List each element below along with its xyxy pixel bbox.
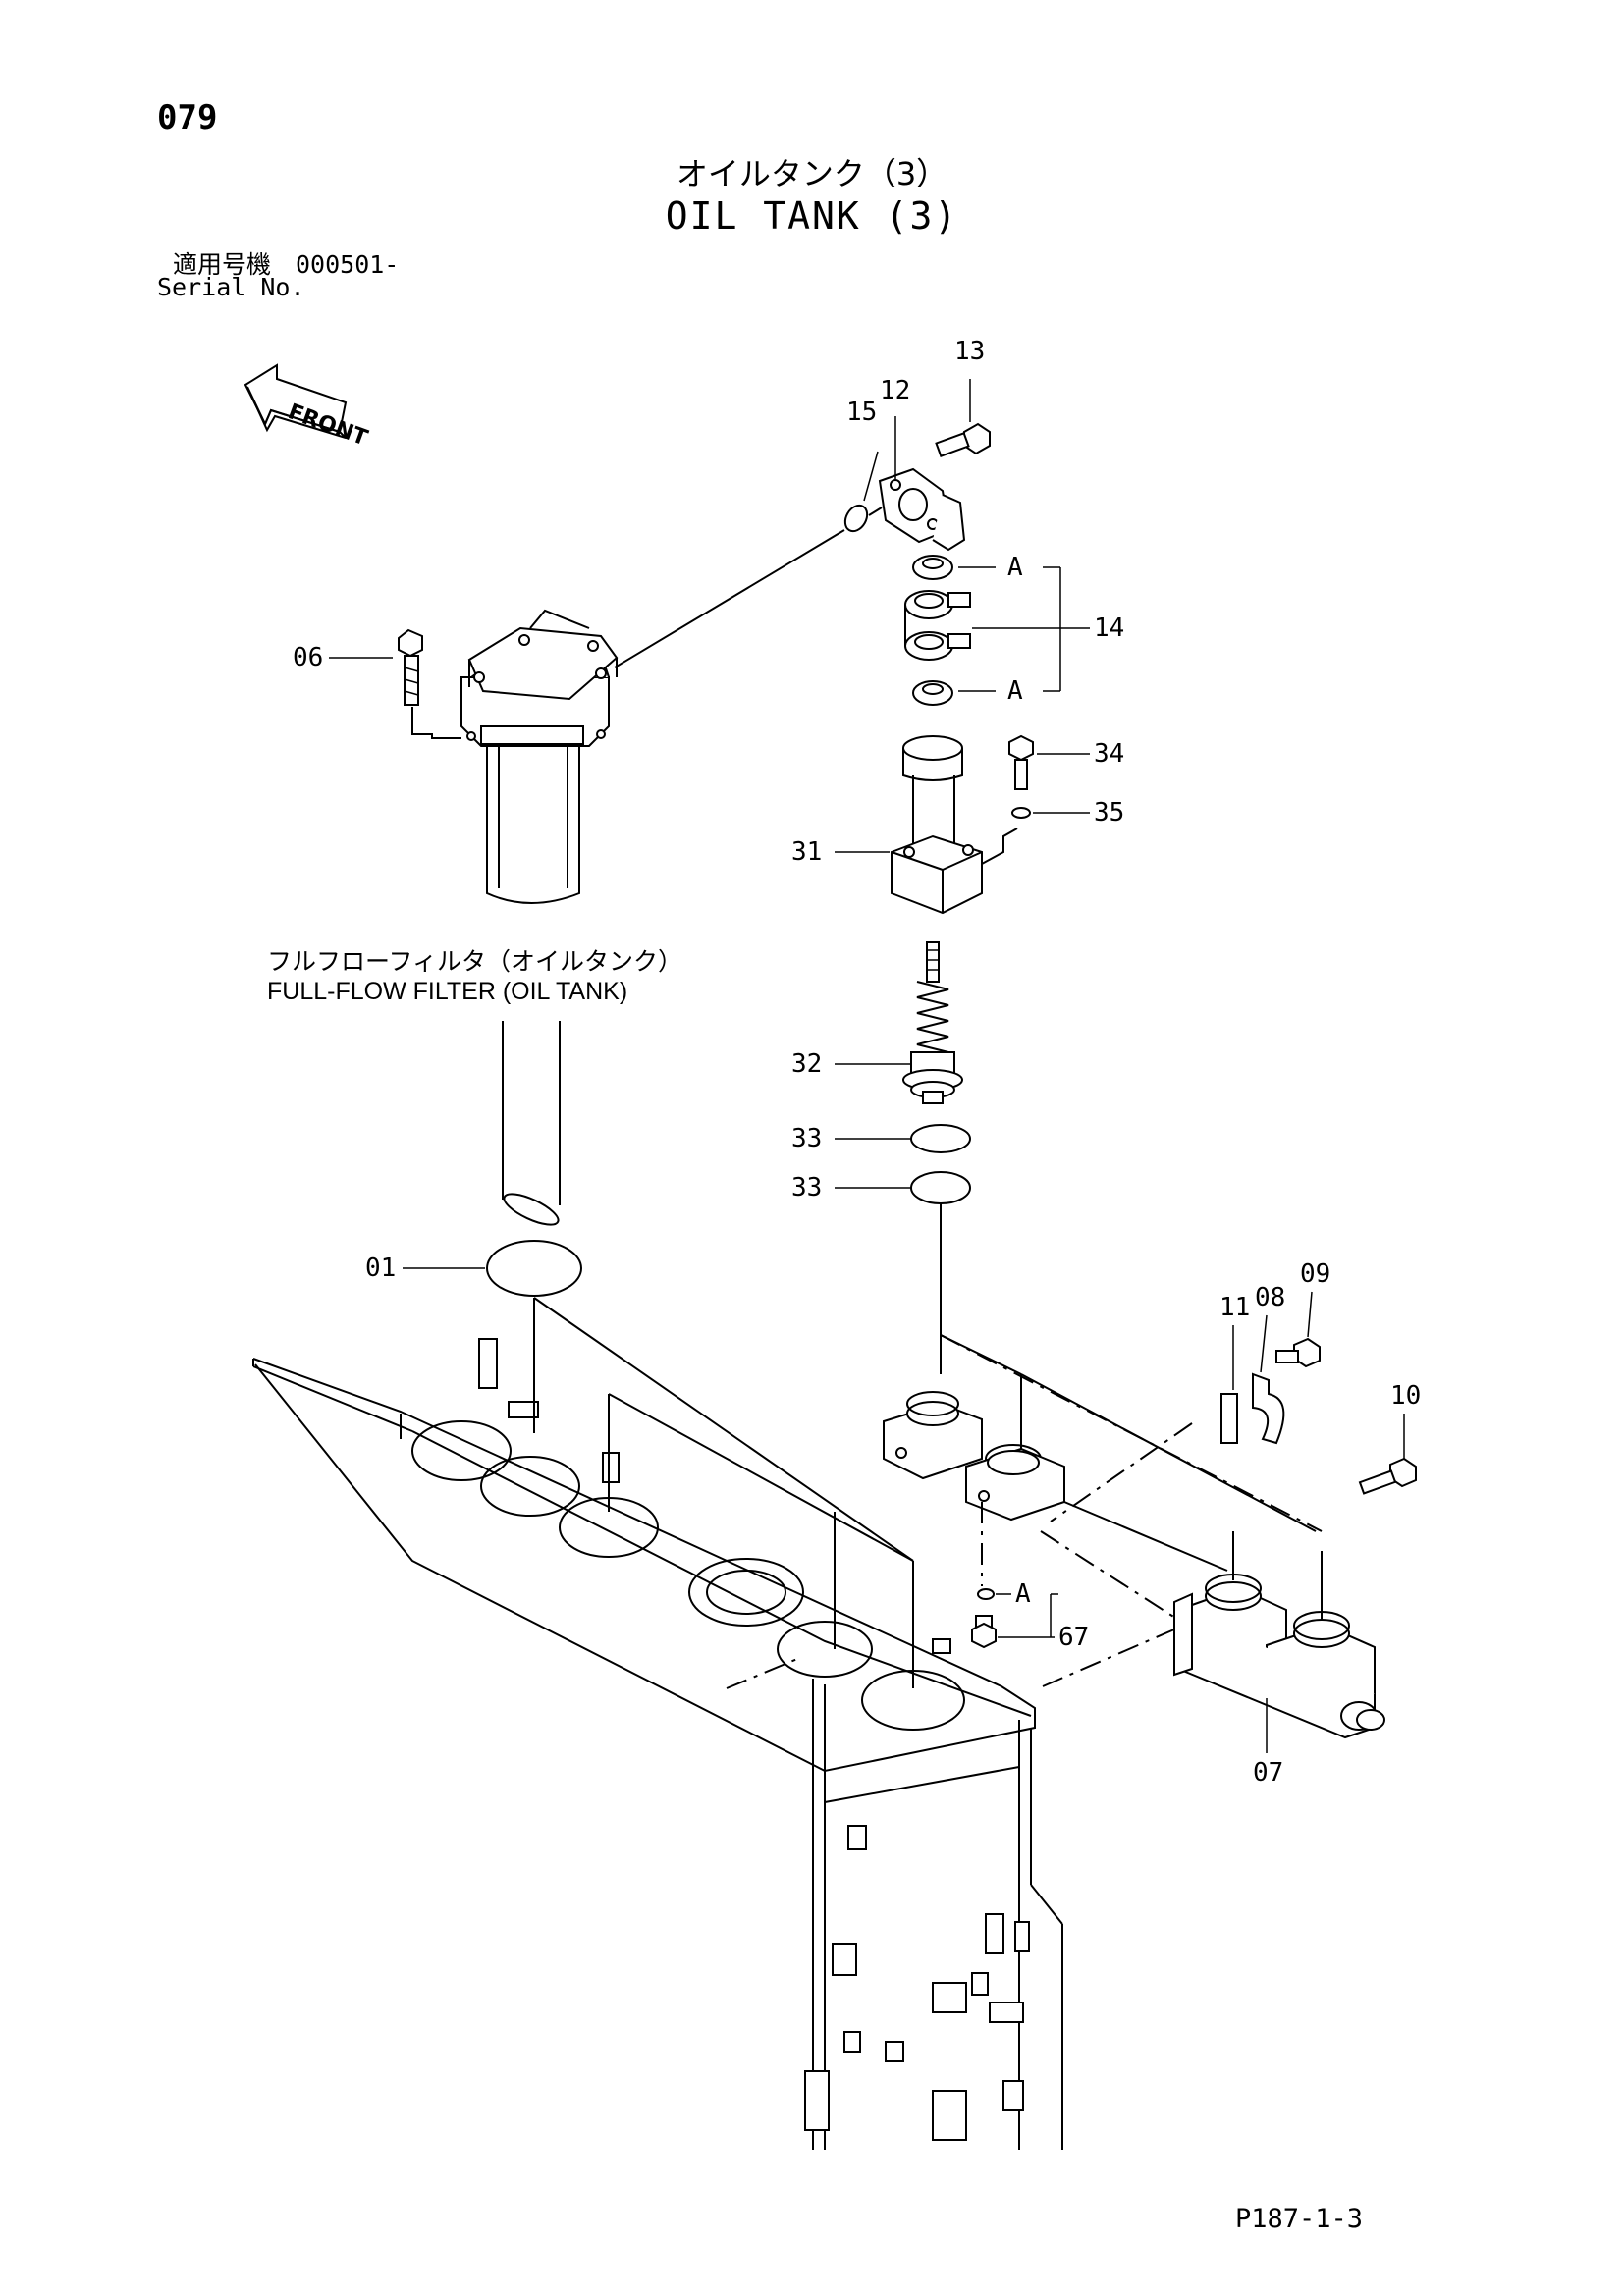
callout-08: 08	[1255, 1283, 1285, 1312]
manifold-07	[1173, 1574, 1385, 1739]
clamp-08-icon	[1252, 1372, 1285, 1445]
callout-11: 11	[1219, 1293, 1250, 1322]
callout-a-lower: A	[1007, 676, 1023, 706]
valve-body-31	[891, 735, 983, 915]
washer-35-icon	[1011, 807, 1031, 819]
plate-11-icon	[1220, 1393, 1238, 1444]
o-ring-01-icon	[486, 1240, 582, 1297]
page-number: 079	[157, 98, 218, 137]
seal-ring-bottom-icon	[912, 680, 953, 706]
o-ring-15-icon	[843, 504, 869, 533]
flange-12-icon	[878, 467, 966, 552]
callout-01: 01	[365, 1254, 396, 1283]
page-reference: P187-1-3	[1235, 2204, 1364, 2234]
callout-67: 67	[1058, 1623, 1089, 1652]
callout-15: 15	[846, 398, 877, 427]
bolt-09-icon	[1275, 1337, 1321, 1368]
plug-67-icon	[971, 1615, 997, 1649]
callout-35: 35	[1094, 798, 1124, 828]
callout-32: 32	[791, 1049, 822, 1079]
o-ring-a-icon	[977, 1588, 995, 1600]
callout-13: 13	[954, 337, 985, 366]
callout-33-upper: 33	[791, 1124, 822, 1153]
front-arrow-icon: FRONT	[244, 363, 371, 451]
manifold-block-upper	[883, 1391, 1065, 1522]
serial-range-japanese: 適用号機 000501-	[173, 250, 400, 279]
hose-clamp-14-icon	[904, 590, 971, 661]
callout-33-lower: 33	[791, 1173, 822, 1202]
callout-31: 31	[791, 837, 822, 867]
bolt-34-icon	[1008, 734, 1034, 790]
callout-a-plug: A	[1015, 1579, 1031, 1609]
serial-label: Serial No.	[157, 273, 305, 301]
full-flow-filter	[460, 609, 619, 904]
seal-ring-top-icon	[912, 555, 953, 580]
suction-pipe	[502, 1021, 561, 1226]
callout-a-upper: A	[1007, 553, 1023, 582]
page-title-japanese: オイルタンク（3）	[676, 155, 948, 192]
callout-14: 14	[1094, 614, 1124, 643]
filter-label: FULL-FLOW FILTER (OIL TANK)	[267, 978, 628, 1005]
callout-10: 10	[1390, 1381, 1421, 1411]
oil-tank-top-plate	[252, 1338, 1036, 1773]
page-title: OIL TANK (3)	[665, 194, 959, 238]
bolt-10-icon	[1358, 1457, 1417, 1495]
relief-valve-32	[902, 941, 963, 1104]
callout-12: 12	[880, 376, 910, 405]
callout-06: 06	[293, 643, 323, 672]
filter-label-japanese: フルフローフィルタ（オイルタンク）	[267, 947, 683, 976]
bolt-06-icon	[398, 628, 423, 706]
callout-34: 34	[1094, 739, 1124, 769]
bolt-13-icon	[935, 422, 991, 457]
callout-07: 07	[1253, 1758, 1283, 1788]
o-ring-33-lower-icon	[910, 1171, 971, 1204]
o-ring-33-upper-icon	[910, 1124, 971, 1153]
oil-tank-body	[804, 1679, 1063, 2150]
callout-09: 09	[1300, 1259, 1330, 1289]
